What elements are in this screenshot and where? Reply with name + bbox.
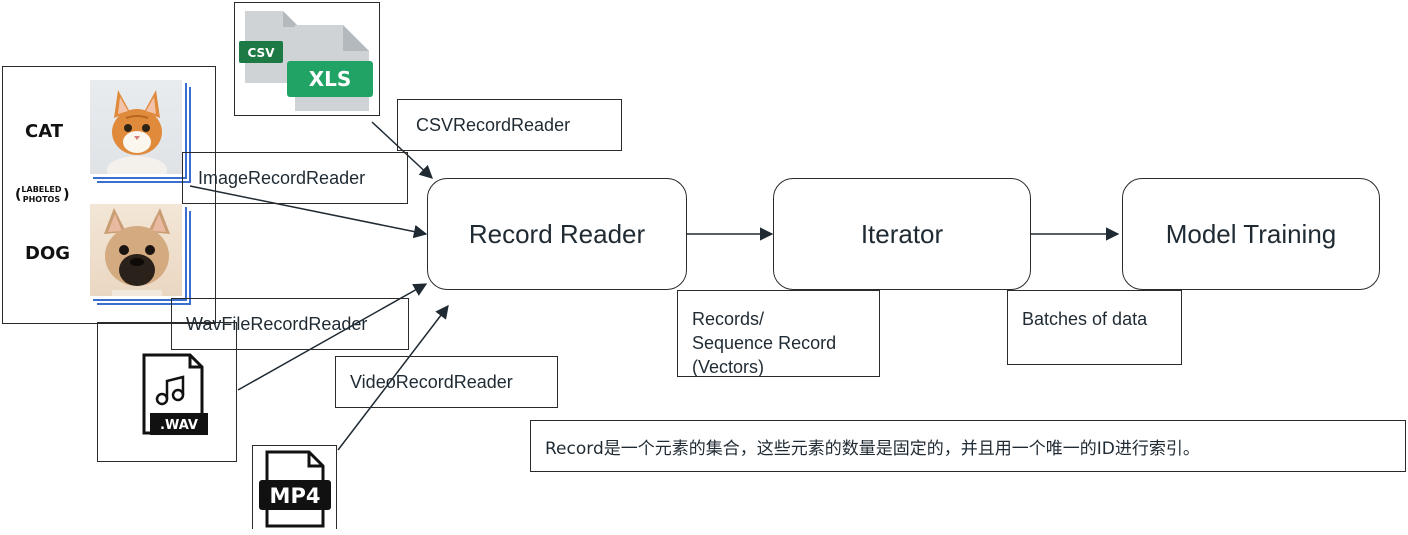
mp4-icon-text: MP4 [270,484,321,508]
wav-record-reader-box: WavFileRecordReader [171,298,409,350]
mp4-file-icon: MP4 [259,450,331,528]
iterator-label: Iterator [860,218,944,249]
csv-record-reader-label: CSVRecordReader [416,114,571,135]
spreadsheet-files-frame: CSV XLS [234,2,380,116]
labeled-photos-panel: CAT ( LABELED PHOTOS ) DOG [2,66,216,324]
csv-xls-icon: CSV XLS [239,11,373,111]
dog-photo [89,203,183,297]
video-record-reader-label: VideoRecordReader [350,371,513,392]
records-label-line3: (Vectors) [692,357,765,377]
record-definition-note: Record是一个元素的集合，这些元素的数量是固定的，并且用一个唯一的ID进行索… [530,420,1406,472]
record-reader-label: Record Reader [468,218,646,249]
csv-icon-text: CSV [248,46,276,60]
wav-icon-text: .WAV [160,418,198,433]
dog-label: DOG [25,243,71,264]
wav-file-frame: .WAV [97,322,237,462]
music-note-icon [155,375,185,406]
batches-edge-label-box: Batches of data [1007,290,1182,365]
record-definition-text: Record是一个元素的集合，这些元素的数量是固定的，并且用一个唯一的ID进行索… [545,438,1200,459]
cat-photo [89,79,183,175]
cat-label: CAT [25,121,64,142]
iterator-node: Iterator [773,178,1031,290]
model-training-label: Model Training [1165,218,1337,249]
labeled-photos-label: ( LABELED PHOTOS ) [15,185,70,204]
wav-file-icon: .WAV [142,353,208,435]
image-record-reader-label: ImageRecordReader [198,167,366,188]
csv-record-reader-box: CSVRecordReader [397,99,622,151]
image-record-reader-box: ImageRecordReader [182,152,408,204]
xls-icon-text: XLS [309,67,352,91]
wav-record-reader-label: WavFileRecordReader [186,313,368,334]
records-edge-label-box: Records/ Sequence Record (Vectors) [677,290,880,377]
records-label-line2: Sequence Record [692,333,837,353]
records-label-line1: Records/ [692,309,765,329]
model-training-node: Model Training [1122,178,1380,290]
record-reader-node: Record Reader [427,178,687,290]
video-record-reader-box: VideoRecordReader [335,356,558,408]
mp4-file-frame: MP4 [252,445,337,529]
batches-label: Batches of data [1022,309,1148,329]
